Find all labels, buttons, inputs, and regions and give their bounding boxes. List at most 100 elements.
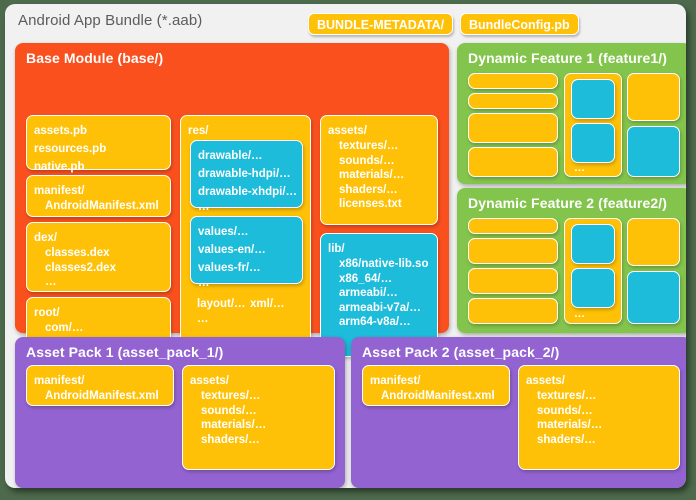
bundle-metadata-chip[interactable]: BUNDLE-METADATA/	[308, 13, 454, 35]
line: armeabi-v7a/…	[339, 301, 421, 314]
feature-2-file-box-2[interactable]	[468, 238, 558, 264]
feature-2-assets-box[interactable]	[627, 218, 680, 266]
line: armeabi/…	[339, 287, 398, 299]
base-lib-text: lib/ x86/native-lib.so x86_64/… armeabi/…	[328, 239, 433, 330]
line: shaders/…	[201, 433, 260, 446]
feature-1-res-child-1[interactable]	[571, 79, 615, 119]
feature-2-lib-box[interactable]	[627, 271, 680, 324]
line: AndroidManifest.xml	[381, 390, 495, 402]
asset-pack-1-title: Asset Pack 1 (asset_pack_1/)	[26, 344, 224, 360]
bundle-config-chip[interactable]: BundleConfig.pb	[460, 13, 579, 35]
feature-1-title: Dynamic Feature 1 (feature1/)	[468, 50, 667, 66]
line: assets/	[190, 375, 230, 387]
line: arm64-v8a/…	[339, 316, 411, 328]
line: values/…	[198, 226, 249, 238]
line: AndroidManifest.xml	[45, 390, 159, 402]
feature-2-file-box-4[interactable]	[468, 298, 558, 324]
feature-2-title: Dynamic Feature 2 (feature2/)	[468, 195, 667, 211]
feature-2-res-child-1[interactable]	[571, 224, 615, 264]
dynamic-feature-1-module[interactable]: Dynamic Feature 1 (feature1/) …	[457, 43, 686, 184]
res-label: res/	[188, 121, 306, 139]
line: manifest/	[34, 185, 85, 197]
line: values-fr/…	[198, 262, 261, 274]
asset-pack-2-assets-box[interactable]: assets/ textures/… sounds/… materials/… …	[518, 365, 680, 470]
asset-pack-1-assets-box[interactable]: assets/ textures/… sounds/… materials/… …	[182, 365, 335, 470]
line: …	[198, 277, 211, 289]
base-manifest-box[interactable]: manifest/ AndroidManifest.xml	[26, 175, 171, 217]
feature-1-res-box[interactable]: …	[564, 73, 622, 177]
feature-1-res-ellipsis: …	[574, 162, 586, 174]
line: x86/native-lib.so	[339, 258, 429, 270]
feature-2-res-child-2[interactable]	[571, 268, 615, 308]
base-protos-box[interactable]: assets.pb resources.pb native.pb	[26, 115, 171, 173]
line: textures/…	[537, 390, 597, 402]
line: materials/…	[201, 419, 267, 431]
base-assets-text: assets/ textures/… sounds/… materials/… …	[328, 121, 433, 212]
feature-1-res-child-2[interactable]	[571, 123, 615, 163]
line: root/	[34, 307, 60, 319]
page-title: Android App Bundle (*.aab)	[18, 12, 203, 29]
base-assets-box[interactable]: assets/ textures/… sounds/… materials/… …	[320, 115, 438, 225]
line: sounds/…	[201, 404, 257, 417]
asset-pack-2-manifest-text: manifest/ AndroidManifest.xml	[370, 371, 505, 404]
base-module-title: Base Module (base/)	[26, 50, 164, 66]
feature-1-file-box-2[interactable]	[468, 93, 558, 109]
line: shaders/…	[537, 433, 596, 446]
feature-1-lib-box[interactable]	[627, 126, 680, 177]
line: lib/	[328, 243, 345, 255]
header: Android App Bundle (*.aab) BUNDLE-METADA…	[5, 4, 686, 42]
asset-pack-2-manifest-box[interactable]: manifest/ AndroidManifest.xml	[362, 365, 510, 406]
bundle-diagram-card: Android App Bundle (*.aab) BUNDLE-METADA…	[5, 4, 686, 488]
res-values-text: values/… values-en/… values-fr/… …	[198, 222, 298, 291]
line: textures/…	[201, 390, 261, 402]
asset-pack-1-module[interactable]: Asset Pack 1 (asset_pack_1/) manifest/ A…	[15, 337, 345, 488]
res-drawables-box[interactable]: drawable/… drawable-hdpi/… drawable-xhdp…	[190, 140, 303, 213]
line: x86_64/…	[339, 272, 393, 285]
line: manifest/	[34, 375, 85, 387]
line: licenses.txt	[339, 198, 402, 210]
feature-2-file-box-1[interactable]	[468, 218, 558, 234]
feature-1-file-box-3[interactable]	[468, 113, 558, 143]
line: dex/	[34, 232, 58, 244]
base-lib-box[interactable]: lib/ x86/native-lib.so x86_64/… armeabi/…	[320, 233, 438, 357]
line: AndroidManifest.xml	[45, 200, 159, 212]
line: assets/	[526, 375, 566, 387]
line: drawable-hdpi/…	[198, 168, 291, 180]
asset-pack-1-manifest-box[interactable]: manifest/ AndroidManifest.xml	[26, 365, 174, 406]
line: …	[197, 313, 210, 325]
dynamic-feature-2-module[interactable]: Dynamic Feature 2 (feature2/) …	[457, 188, 686, 333]
line: materials/…	[339, 169, 405, 181]
feature-1-file-box-1[interactable]	[468, 73, 558, 89]
line: textures/…	[339, 140, 399, 152]
asset-pack-2-module[interactable]: Asset Pack 2 (asset_pack_2/) manifest/ A…	[351, 337, 686, 488]
line: assets.pb	[34, 125, 88, 137]
line: layout/…	[197, 298, 246, 310]
line: shaders/…	[339, 183, 398, 196]
feature-2-res-box[interactable]: …	[564, 218, 622, 324]
base-res-box[interactable]: res/ drawable/… drawable-hdpi/… drawable…	[180, 115, 311, 357]
line: res/	[188, 125, 209, 137]
line: values-en/…	[198, 244, 266, 256]
base-manifest-text: manifest/ AndroidManifest.xml	[34, 181, 166, 214]
base-protos-text: assets.pb resources.pb native.pb	[34, 121, 166, 175]
line: resources.pb	[34, 143, 107, 155]
res-values-box[interactable]: values/… values-en/… values-fr/… …	[190, 216, 303, 289]
asset-pack-2-title: Asset Pack 2 (asset_pack_2/)	[362, 344, 560, 360]
line: com/…	[45, 322, 84, 334]
line: xml/…	[250, 298, 285, 310]
line: …	[198, 201, 211, 213]
asset-pack-1-assets-text: assets/ textures/… sounds/… materials/… …	[190, 371, 330, 447]
line: sounds/…	[339, 154, 395, 167]
line: …	[45, 276, 58, 288]
line: classes2.dex	[45, 261, 116, 274]
asset-pack-2-assets-text: assets/ textures/… sounds/… materials/… …	[526, 371, 675, 447]
res-others-text: layout/… xml/… …	[197, 294, 306, 327]
base-dex-text: dex/ classes.dex classes2.dex …	[34, 228, 166, 290]
base-module[interactable]: Base Module (base/) assets.pb resources.…	[15, 43, 449, 357]
feature-1-assets-box[interactable]	[627, 73, 680, 121]
base-dex-box[interactable]: dex/ classes.dex classes2.dex …	[26, 222, 171, 292]
feature-2-file-box-3[interactable]	[468, 268, 558, 294]
feature-1-file-box-4[interactable]	[468, 147, 558, 177]
asset-pack-1-manifest-text: manifest/ AndroidManifest.xml	[34, 371, 169, 404]
feature-2-res-ellipsis: …	[574, 308, 586, 320]
